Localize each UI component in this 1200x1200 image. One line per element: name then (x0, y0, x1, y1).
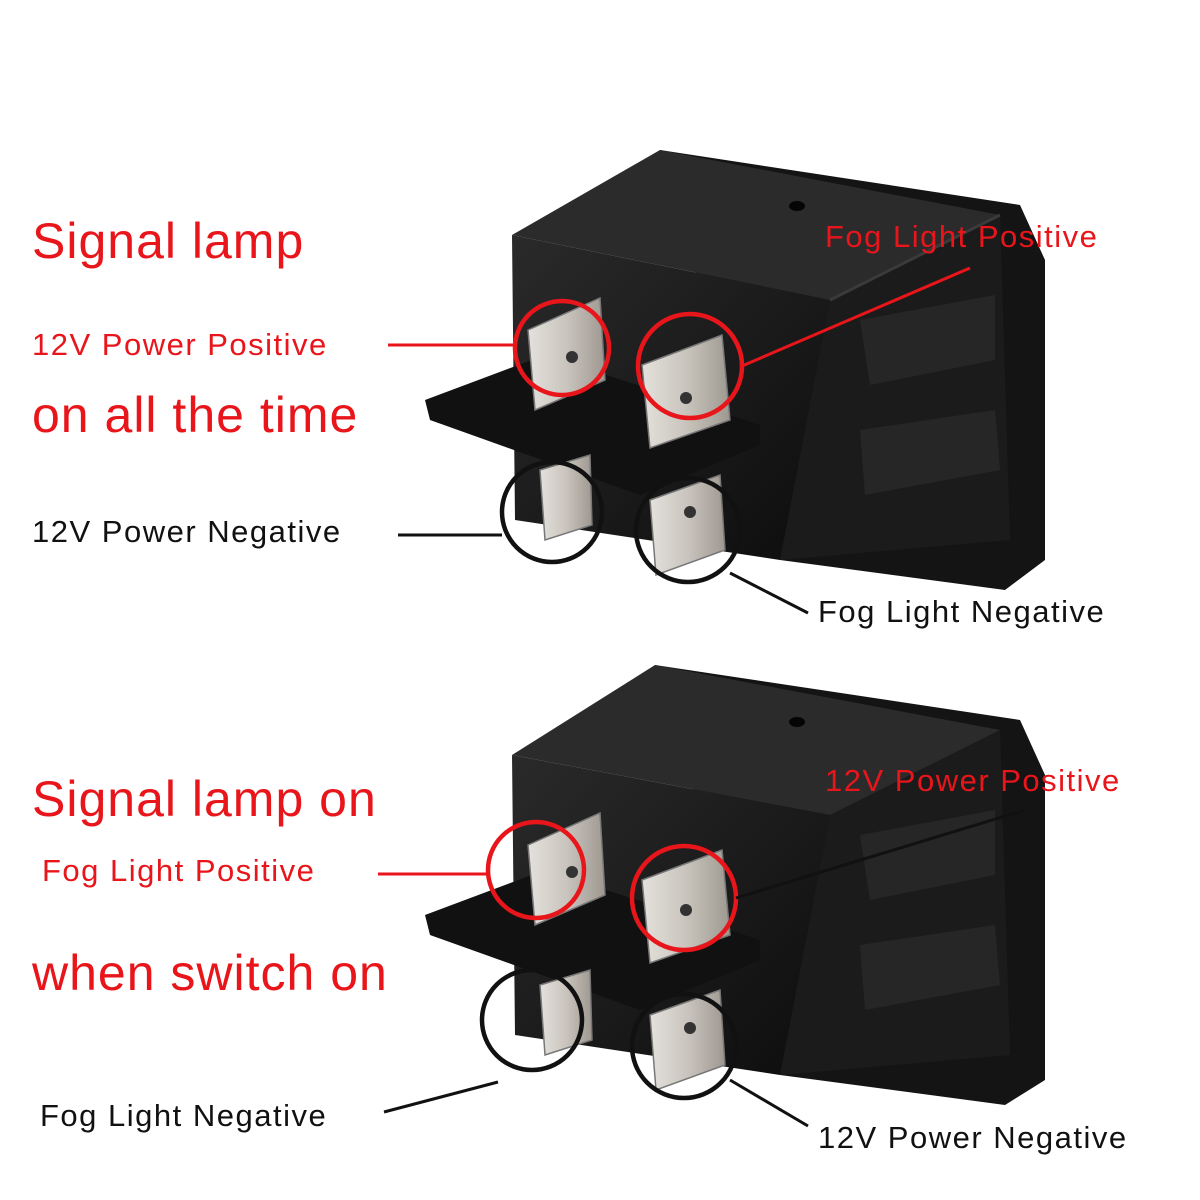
callout-circle-bottom-left (499, 459, 605, 565)
callout-circle-bottom-left (479, 967, 585, 1073)
heading-line: when switch on (32, 945, 388, 1001)
rocker-switch-top (388, 150, 1045, 615)
terminal-divider-plate (425, 355, 760, 495)
terminal-bottom-right (649, 988, 726, 1092)
label-bottom-left: Fog Light Negative (40, 1098, 328, 1133)
callout-circle-bottom-right (633, 475, 743, 585)
leader-line-bottom-right (729, 571, 809, 615)
diagram-heading-bottom: Signal lamp on when switch on (32, 654, 388, 1060)
label-top-left: Fog Light Positive (42, 853, 316, 888)
label-top-left: 12V Power Positive (32, 327, 328, 362)
label-top-right: 12V Power Positive (825, 763, 1121, 798)
heading-line: on all the time (32, 387, 359, 443)
callout-circle-top-left (485, 819, 587, 921)
callout-circle-bottom-right (629, 991, 739, 1101)
label-bottom-right: 12V Power Negative (818, 1120, 1128, 1155)
switch-top-face (512, 150, 1000, 300)
terminal-bottom-right (649, 473, 726, 577)
leader-line-top-right (741, 266, 971, 368)
label-top-right: Fog Light Positive (825, 219, 1099, 254)
terminal-divider-plate (425, 870, 760, 1010)
heading-line: Signal lamp on (32, 771, 377, 827)
terminal-top-left (527, 811, 606, 927)
heading-line: Signal lamp (32, 213, 305, 269)
terminal-top-left (527, 296, 606, 412)
rocker-switch-bottom (378, 665, 1045, 1128)
terminal-top-right (641, 333, 731, 450)
callout-circle-top-left (512, 298, 612, 398)
label-bottom-right: Fog Light Negative (818, 594, 1106, 629)
diagram-heading-top: Signal lamp on all the time (32, 96, 358, 502)
switch-top-face (512, 665, 1000, 815)
label-bottom-left: 12V Power Negative (32, 514, 342, 549)
terminal-bottom-left (539, 454, 593, 542)
leader-line-top-right (735, 808, 1026, 900)
leader-line-bottom-left (383, 1080, 499, 1114)
leader-line-bottom-right (729, 1078, 809, 1128)
